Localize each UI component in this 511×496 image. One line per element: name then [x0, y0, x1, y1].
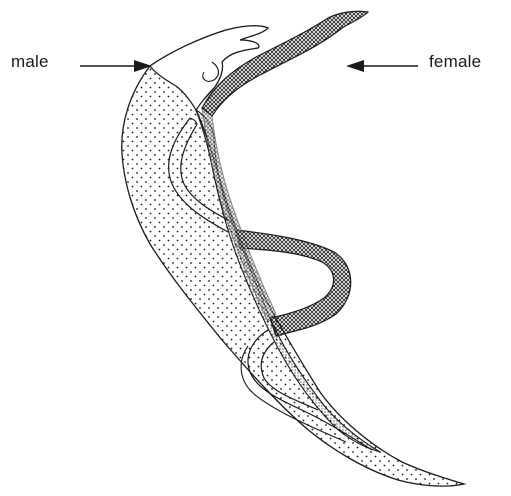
male-arrow — [80, 60, 152, 72]
male-worm — [122, 26, 464, 486]
male-label: male — [11, 53, 49, 70]
female-label: female — [429, 53, 481, 70]
female-arrow — [346, 60, 418, 72]
